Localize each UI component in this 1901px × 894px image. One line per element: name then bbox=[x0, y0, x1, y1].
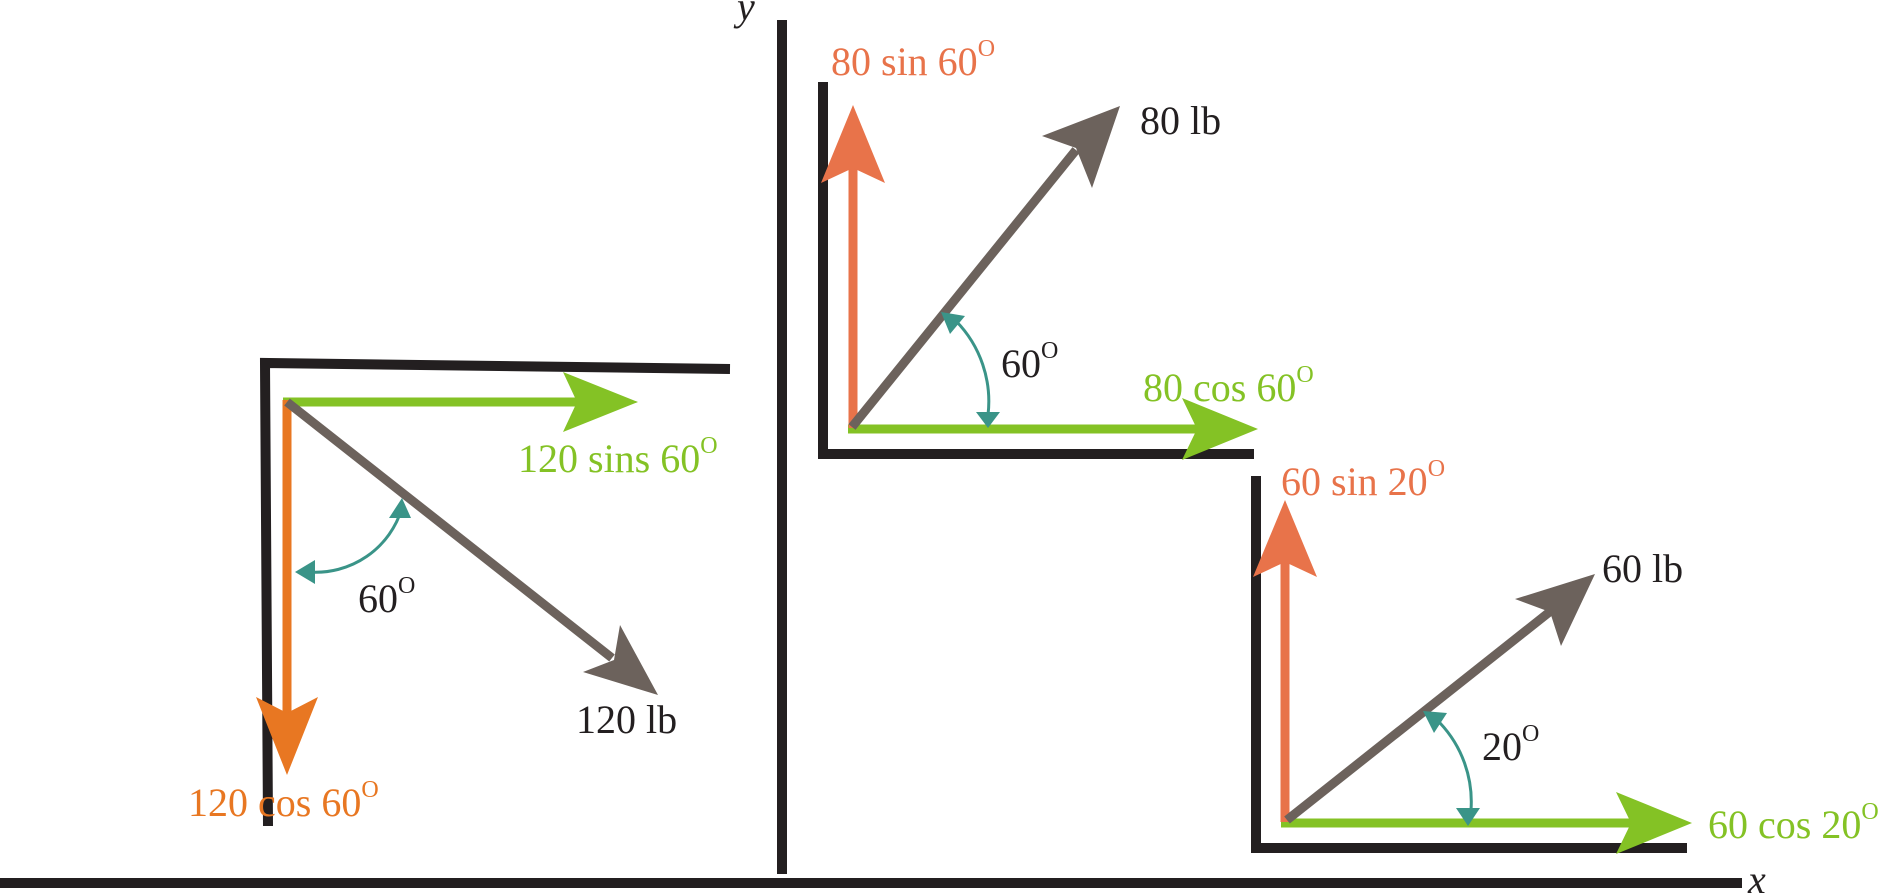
vertical-component-60-arrowhead bbox=[1253, 500, 1317, 577]
angle-arc-60 bbox=[1438, 721, 1473, 811]
y-axis-label: y bbox=[733, 0, 755, 29]
angle-label-120: 60O bbox=[358, 573, 415, 621]
angle-arc-120-arrowhead-upper bbox=[389, 498, 411, 518]
horizontal-component-80-arrowhead bbox=[1182, 398, 1258, 460]
force-60-arrowhead bbox=[1515, 574, 1595, 646]
angle-label-80: 60O bbox=[1001, 338, 1058, 386]
angle-arc-120 bbox=[308, 507, 404, 574]
force-80-arrowhead bbox=[1042, 106, 1120, 188]
angle-arc-80-arrowhead-lower bbox=[976, 412, 1000, 428]
vertical-component-60-label: 60 sin 20O bbox=[1281, 456, 1445, 504]
angle-arc-80 bbox=[954, 319, 991, 416]
horizontal-component-120-arrowhead bbox=[563, 372, 638, 432]
horizontal-component-60-arrowhead bbox=[1616, 792, 1692, 854]
force-60-label: 60 lb bbox=[1602, 546, 1683, 591]
horizontal-component-120-label: 120 sins 60O bbox=[518, 433, 718, 481]
panel-60-lb: 20O 60 lb 60 sin 20O 60 cos 20O bbox=[1251, 456, 1879, 854]
force-120-label: 120 lb bbox=[576, 697, 677, 742]
angle-arc-80-arrowhead-upper bbox=[941, 312, 965, 334]
angle-arc-60-arrowhead-lower bbox=[1456, 808, 1480, 826]
force-80-vector bbox=[848, 147, 1080, 430]
force-60-vector bbox=[1284, 606, 1555, 824]
force-120-arrowhead bbox=[583, 625, 658, 695]
vertical-component-80-label: 80 sin 60O bbox=[831, 36, 995, 84]
vertical-component-120-arrowhead bbox=[256, 697, 318, 775]
panel-80-lb: 60O 80 lb 80 sin 60O 80 cos 60O bbox=[818, 36, 1314, 460]
panel-120-frame bbox=[259, 357, 731, 827]
coordinate-axes: x y bbox=[0, 0, 1766, 894]
vertical-component-80-arrowhead bbox=[821, 105, 885, 183]
panel-60-frame bbox=[1251, 476, 1687, 853]
angle-arc-120-arrowhead-lower bbox=[295, 560, 315, 584]
x-axis-label: x bbox=[1747, 857, 1766, 894]
force-80-label: 80 lb bbox=[1140, 98, 1221, 143]
angle-label-60: 20O bbox=[1482, 721, 1539, 769]
vertical-component-120-label: 120 cos 60O bbox=[188, 777, 379, 825]
panel-120-lb: 60O 120 lb 120 sins 60O 120 cos 60O bbox=[188, 357, 731, 827]
panel-80-frame bbox=[818, 82, 1254, 459]
horizontal-component-60-label: 60 cos 20O bbox=[1708, 799, 1879, 847]
force-120-vector bbox=[284, 398, 615, 662]
horizontal-component-80-label: 80 cos 60O bbox=[1143, 362, 1314, 410]
angle-arc-60-arrowhead-upper bbox=[1423, 711, 1447, 733]
